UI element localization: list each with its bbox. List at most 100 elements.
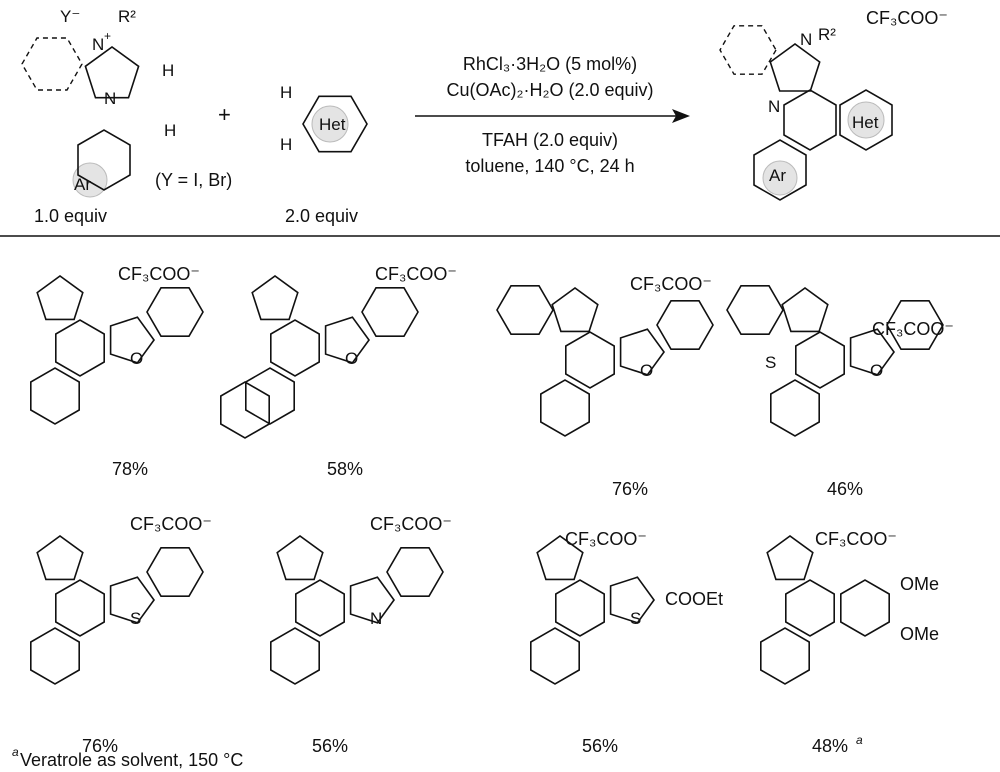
six-membered-ring [529,627,581,685]
five-membered-ring [609,576,655,624]
six-membered-ring [759,627,811,685]
six-membered-ring [783,89,837,151]
six-membered-ring [29,367,80,425]
atom-h: H [280,135,292,154]
atom-h: H [164,121,176,140]
five-membered-ring [276,535,324,581]
six-membered-ring [839,89,893,151]
yield-footnote-mark: a [856,733,863,747]
reactant-1: Y⁻ R² N + N H H Ar (Y = I, Br) 1.0 equiv [34,7,232,226]
five-membered-ring [769,43,821,92]
heteroatom-label: S [130,609,141,628]
five-membered-ring [109,316,155,364]
five-membered-ring [251,275,299,321]
heteroatom-label: O [130,349,143,368]
ring-label-het: Het [319,115,346,134]
yield-label: 76% [612,479,648,499]
six-membered-ring [726,284,784,336]
structure-bonds [21,25,893,201]
yield-label: 46% [827,479,863,499]
six-membered-ring [794,331,846,389]
five-membered-ring [36,535,84,581]
halide-note: (Y = I, Br) [155,170,232,190]
anion-label: CF₃COO⁻ [375,264,457,284]
six-membered-ring [220,381,271,439]
five-membered-ring [84,46,140,99]
six-membered-ring [77,129,131,191]
six-membered-ring [539,379,591,437]
heteroatom-label: S [630,609,641,628]
six-membered-ring [386,546,444,598]
six-membered-ring [146,286,204,338]
product-3: CF₃COO⁻ 76% O [496,274,714,499]
five-membered-ring [619,328,665,376]
product-grid: CF₃COO⁻78%OCF₃COO⁻58%OCF₃COO⁻76%OCF₃COO⁻… [29,264,954,756]
yield-label: 48% [812,736,848,756]
general-product: N R² CF₃COO⁻ N Het Ar [768,8,948,185]
ring-placeholder-circle [847,101,885,139]
reactant-1-equiv: 1.0 equiv [34,206,107,226]
atom-n: N [800,30,812,49]
six-membered-ring [769,379,821,437]
five-membered-ring [536,535,584,581]
condition-catalyst: RhCl₃·3H₂O (5 mol%) [463,54,637,74]
product-4: CF₃COO⁻46%OS [726,284,954,499]
heteroatom-label: O [345,349,358,368]
six-membered-ring [54,319,105,377]
plus-sign: + [218,102,231,127]
five-membered-ring [766,535,814,581]
ring-placeholder-circle [311,105,349,143]
five-membered-ring [36,275,84,321]
condition-solvent: toluene, 140 °C, 24 h [465,156,634,176]
product-1: CF₃COO⁻ 78% O [29,264,204,479]
anion-label: CF₃COO⁻ [630,274,712,294]
anion-label: CF₃COO⁻ [815,529,897,549]
ring-label-ar: Ar [769,166,786,185]
six-membered-ring [564,331,616,389]
condition-oxidant: Cu(OAc)₂·H₂O (2.0 equiv) [446,80,653,100]
six-membered-ring [361,286,419,338]
anion-label: CF₃COO⁻ [565,529,647,549]
footnote-mark: a [12,745,19,759]
six-membered-ring [554,579,606,637]
ring-placeholder-circle [762,160,798,196]
heteroatom-label: S [765,353,776,372]
anion-label: CF₃COO⁻ [370,514,452,534]
six-membered-ring [302,95,368,153]
six-membered-ring [146,546,204,598]
anion-label: Y⁻ [60,7,80,26]
six-membered-ring [784,579,836,637]
six-membered-ring [839,579,891,637]
six-membered-ring [54,579,105,637]
six-membered-ring [656,299,714,351]
ester-substituent: COOEt [665,589,723,609]
condition-acid: TFAH (2.0 equiv) [482,130,618,150]
six-membered-ring [753,139,807,201]
reactant-2-equiv: 2.0 equiv [285,206,358,226]
atom-n: N [104,89,116,108]
six-membered-ring [886,299,944,351]
yield-label: 58% [327,459,363,479]
five-membered-ring [109,576,155,624]
ring-placeholder-circle [72,162,108,198]
yield-label: 56% [312,736,348,756]
anion-label: CF₃COO⁻ [866,8,948,28]
anion-label: CF₃COO⁻ [130,514,212,534]
footnote-text: Veratrole as solvent, 150 °C [20,750,243,770]
methoxy-substituent: OMe [900,574,939,594]
product-6: CF₃COO⁻56%N [269,514,452,756]
anion-label: CF₃COO⁻ [118,264,200,284]
six-membered-ring [496,284,554,336]
product-5: CF₃COO⁻ 76% S [29,514,212,756]
yield-label: 78% [112,459,148,479]
atom-n-plus: N [92,35,104,54]
yield-label: 76% [82,736,118,756]
atom-h: H [280,83,292,102]
six-membered-ring [29,627,80,685]
reaction-arrow [415,109,690,123]
anion-label: CF₃COO⁻ [872,319,954,339]
heteroatom-label: O [640,361,653,380]
substituent-label: R² [818,25,836,44]
